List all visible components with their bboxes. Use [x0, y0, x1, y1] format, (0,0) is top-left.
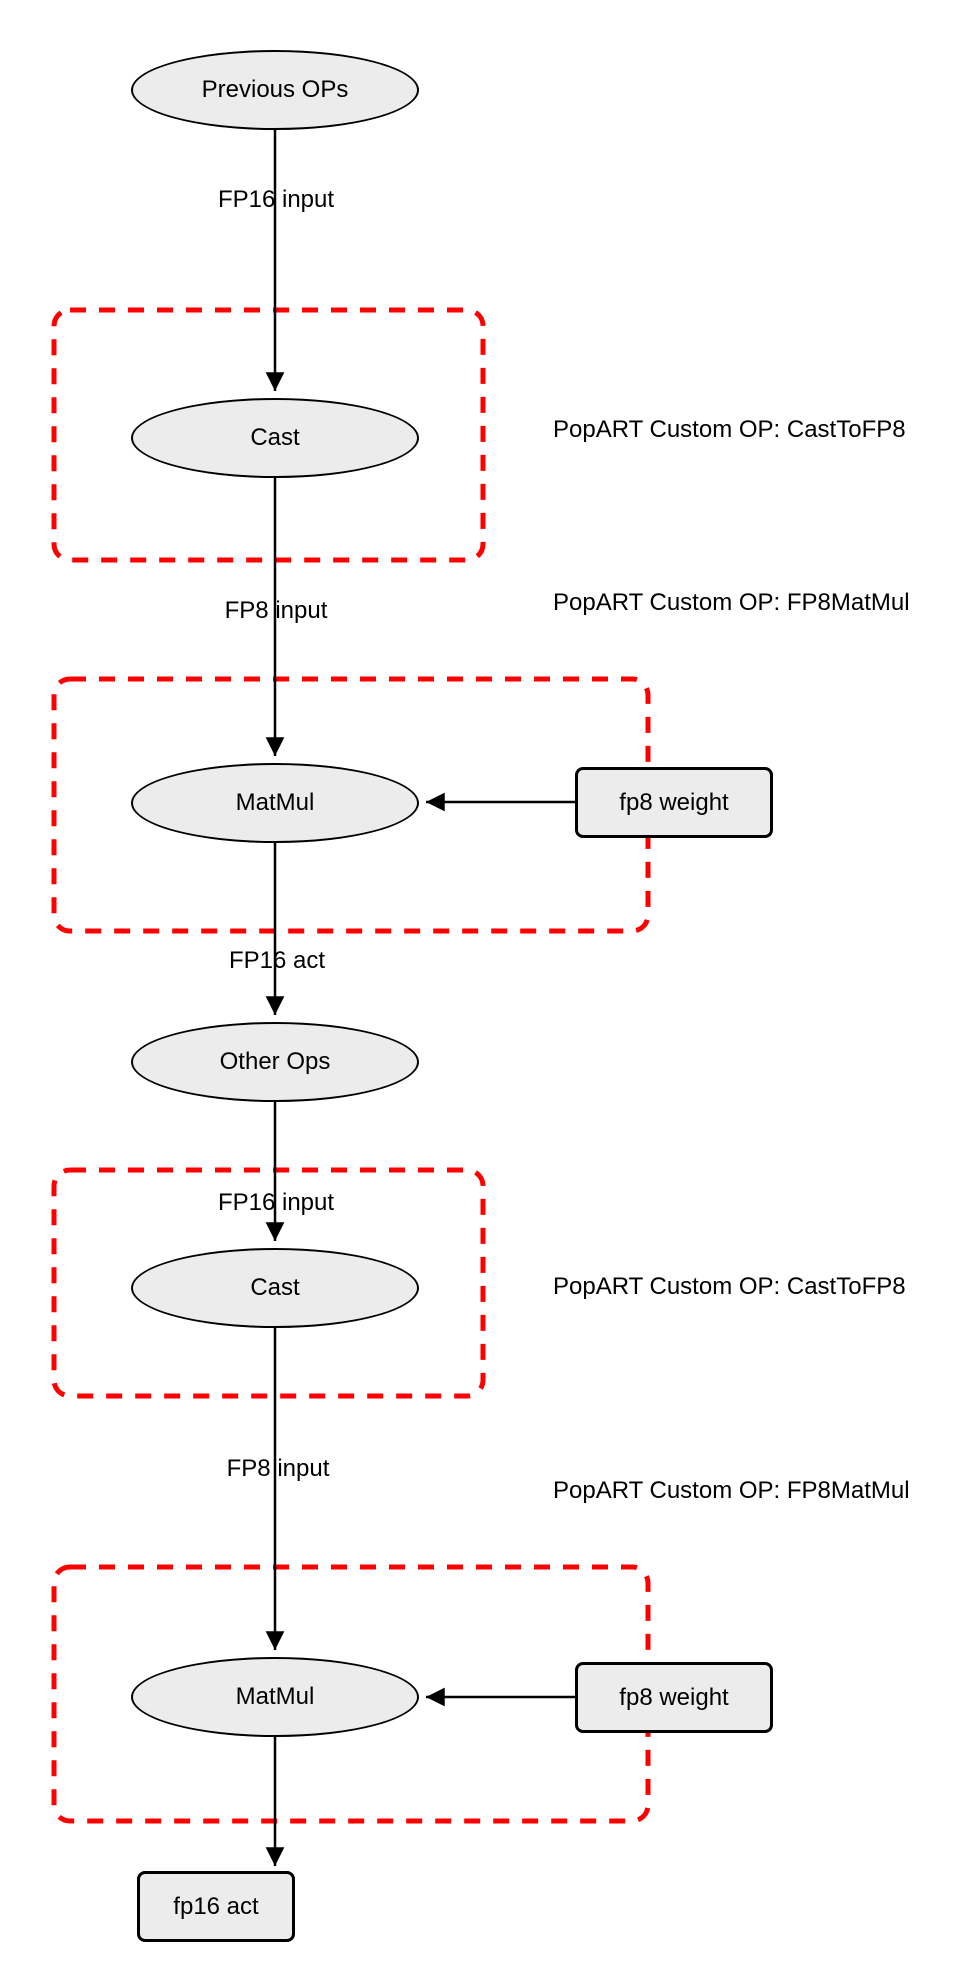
node-cast-1: Cast [131, 398, 419, 478]
group-box-cast-op-1 [51, 307, 486, 563]
node-matmul-1-label: MatMul [235, 789, 315, 816]
node-other-ops: Other Ops [131, 1022, 419, 1102]
edge-label-fp8-input-1: FP8 input [224, 597, 328, 624]
node-cast-1-label: Cast [250, 424, 300, 451]
node-matmul-1: MatMul [131, 763, 419, 843]
edge-label-fp16-input-1: FP16 input [217, 186, 335, 213]
edge-label-fp8-input-2: FP8 input [226, 1455, 330, 1482]
annotation-matmul-op-2: PopART Custom OP: FP8MatMul [553, 1477, 910, 1504]
node-fp8-weight-2: fp8 weight [575, 1662, 773, 1733]
node-fp8-weight-1-label: fp8 weight [619, 788, 729, 816]
node-cast-2-label: Cast [250, 1274, 300, 1301]
node-fp16-act-output-label: fp16 act [173, 1892, 259, 1920]
node-fp8-weight-2-label: fp8 weight [619, 1683, 729, 1711]
node-matmul-2-label: MatMul [235, 1683, 315, 1710]
node-previous-ops-label: Previous OPs [201, 76, 349, 103]
node-matmul-2: MatMul [131, 1657, 419, 1737]
node-cast-2: Cast [131, 1248, 419, 1328]
annotation-matmul-op-1: PopART Custom OP: FP8MatMul [553, 589, 910, 616]
annotation-cast-op-2: PopART Custom OP: CastToFP8 [553, 1273, 906, 1300]
annotation-cast-op-1: PopART Custom OP: CastToFP8 [553, 416, 906, 443]
node-fp16-act-output: fp16 act [137, 1871, 295, 1942]
edge-label-fp16-act: FP16 act [228, 947, 326, 974]
node-other-ops-label: Other Ops [219, 1048, 331, 1075]
edge-label-fp16-input-2: FP16 input [217, 1189, 335, 1216]
node-previous-ops: Previous OPs [131, 50, 419, 130]
node-fp8-weight-1: fp8 weight [575, 767, 773, 838]
